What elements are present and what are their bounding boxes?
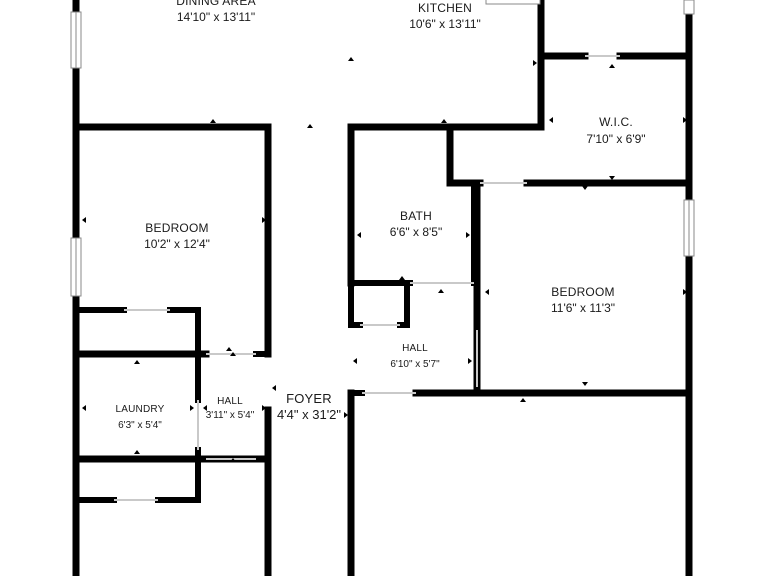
marker <box>210 119 216 123</box>
marker <box>262 405 266 411</box>
room-dims-dining: 14'10" x 13'11" <box>177 10 255 24</box>
room-name-hall-small: HALL <box>217 396 243 407</box>
room-name-kitchen: KITCHEN <box>418 1 472 15</box>
room-dims-hall-small: 3'11" x 5'4" <box>206 410 255 421</box>
marker <box>582 382 588 386</box>
marker <box>520 398 526 402</box>
marker <box>262 217 266 223</box>
room-name-laundry: LAUNDRY <box>115 404 164 415</box>
marker <box>226 347 232 351</box>
marker <box>230 458 236 462</box>
window-bedroom-right <box>683 199 695 257</box>
marker <box>468 358 472 364</box>
room-dims-wic: 7'10" x 6'9" <box>586 132 645 146</box>
marker <box>344 412 348 418</box>
marker <box>230 352 236 356</box>
room-dims-hall-center: 6'10" x 5'7" <box>390 359 440 370</box>
room-name-dining: DINING AREA <box>176 0 256 8</box>
room-labels: DINING AREA 14'10" x 13'11" KITCHEN 10'6… <box>115 0 645 431</box>
marker <box>82 405 86 411</box>
marker <box>485 289 489 295</box>
marker <box>466 232 470 238</box>
marker <box>609 64 615 68</box>
marker <box>307 124 313 128</box>
marker <box>683 117 687 123</box>
room-name-foyer: FOYER <box>286 391 332 406</box>
marker <box>272 385 276 391</box>
room-dims-laundry: 6'3" x 5'4" <box>118 420 162 431</box>
room-name-wic: W.I.C. <box>599 115 633 129</box>
marker <box>683 289 687 295</box>
room-name-bedroom-left: BEDROOM <box>145 221 208 235</box>
room-dims-bedroom-left: 10'2" x 12'4" <box>144 237 210 251</box>
marker <box>609 176 615 180</box>
measurement-markers <box>82 57 687 462</box>
room-name-bath: BATH <box>400 209 432 223</box>
window-dining-left <box>70 11 82 69</box>
marker <box>82 217 86 223</box>
walls <box>72 0 693 576</box>
room-dims-foyer: 4'4" x 31'2" <box>277 407 341 422</box>
room-dims-bedroom-right: 11'6" x 11'3" <box>551 301 615 315</box>
window-kitchen-top <box>485 0 541 5</box>
marker <box>203 405 207 411</box>
room-name-hall-center: HALL <box>402 343 428 354</box>
marker <box>533 60 537 66</box>
marker <box>399 276 405 280</box>
marker <box>582 186 588 190</box>
marker <box>549 117 553 123</box>
room-dims-bath: 6'6" x 8'5" <box>390 225 442 239</box>
door-openings <box>114 55 620 501</box>
marker <box>134 450 140 454</box>
room-dims-kitchen: 10'6" x 13'11" <box>409 17 481 31</box>
room-name-bedroom-right: BEDROOM <box>551 285 614 299</box>
marker <box>134 360 140 364</box>
marker <box>190 405 194 411</box>
window-top-right <box>683 0 695 15</box>
windows <box>70 0 695 297</box>
marker <box>353 358 357 364</box>
marker <box>348 57 354 61</box>
marker <box>441 119 447 123</box>
marker <box>357 232 361 238</box>
marker <box>438 289 444 293</box>
window-bedroom-left <box>70 237 82 297</box>
